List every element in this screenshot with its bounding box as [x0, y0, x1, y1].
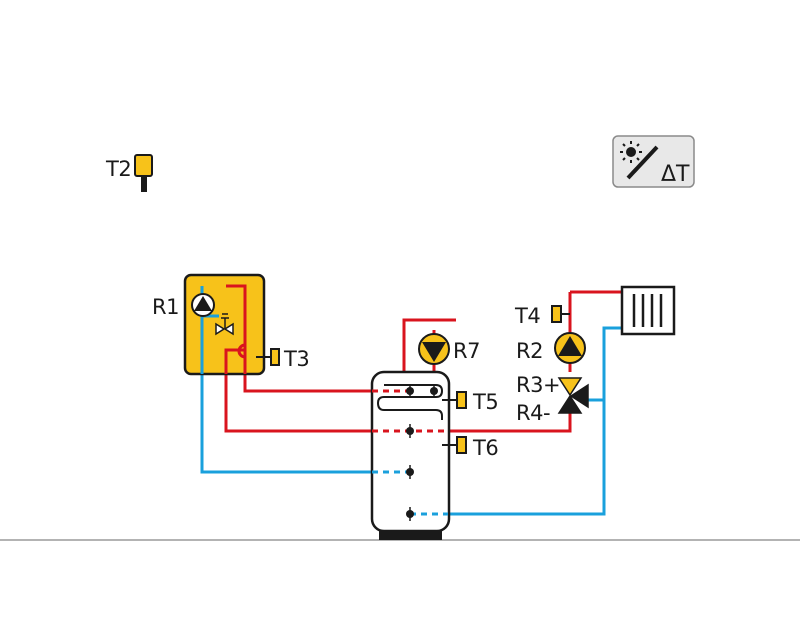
relay-label-r3: R3+ [516, 373, 560, 397]
relay-label-r7: R7 [453, 339, 480, 363]
sensor-label-t3: T3 [283, 347, 309, 371]
tank-sensor-t5 [442, 391, 467, 409]
sensor-label-t5: T5 [472, 390, 498, 414]
safety-valve-icon [215, 313, 234, 336]
mixing-valve[interactable] [557, 377, 589, 414]
pump-r1[interactable] [191, 293, 215, 317]
pump-r7[interactable] [418, 333, 450, 365]
sensor-label-t4: T4 [514, 304, 540, 328]
storage-tank [370, 370, 451, 540]
tank-sensor-t6 [442, 436, 467, 454]
outdoor-sensor-t2 [134, 154, 153, 192]
pump-r2[interactable] [554, 332, 586, 364]
sun-controller-icon [620, 141, 659, 180]
boiler-sensor-t3 [237, 343, 280, 366]
controller-label: ΔT [661, 162, 690, 187]
sensor-label-t6: T6 [472, 436, 498, 460]
solar-controller[interactable]: ΔT [612, 135, 695, 188]
radiator-icon [620, 285, 676, 336]
relay-label-r1: R1 [152, 295, 179, 319]
flow-sensor-t4 [551, 305, 570, 323]
sensor-label-t2: T2 [105, 157, 131, 181]
relay-label-r4: R4- [516, 401, 550, 425]
relay-label-r2: R2 [516, 339, 543, 363]
